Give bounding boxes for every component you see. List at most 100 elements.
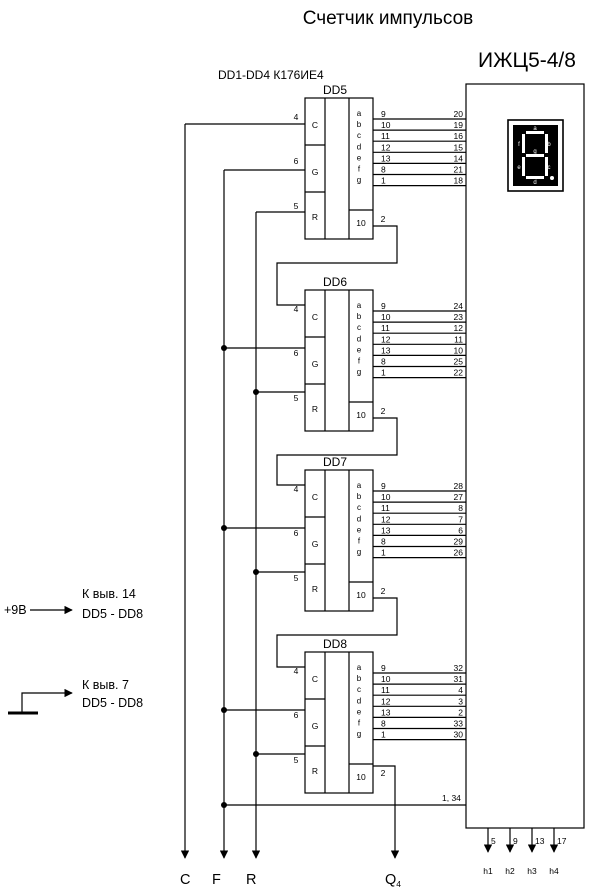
carry-next-pin: 2: [381, 406, 386, 416]
indicator-pin: 7: [458, 514, 463, 524]
indicator-pin: 20: [454, 109, 464, 119]
indicator-pin: 28: [454, 481, 464, 491]
digit-segment-label: b: [547, 142, 551, 148]
segment-label: d: [357, 142, 361, 151]
indicator-pin: 27: [454, 492, 464, 502]
indicator-pin: 2: [458, 707, 463, 717]
counter-out-pin: 12: [381, 514, 391, 524]
counter-out-pin: 1: [381, 368, 386, 378]
segment-label: e: [357, 525, 362, 534]
counter-out-pin: 10: [381, 120, 391, 130]
chip-name-dd6: DD6: [323, 275, 347, 289]
carry-out-pin: 10: [356, 772, 366, 782]
grid-pin: 17: [557, 836, 567, 846]
input-label-r: R: [312, 212, 318, 222]
indicator-pin: 23: [454, 312, 464, 322]
segment-label: a: [357, 481, 362, 490]
indicator-pin: 14: [454, 153, 464, 163]
input-pin-g: 6: [294, 710, 299, 720]
digit-segment-label: d: [533, 180, 536, 186]
input-pin-r: 5: [294, 393, 299, 403]
counter-out-pin: 11: [381, 685, 390, 695]
segment-label: c: [357, 131, 361, 140]
indicator-pin: 4: [458, 685, 463, 695]
grid-label: h2: [505, 866, 515, 876]
digit-segment-label: c: [548, 165, 551, 171]
input-pin-g: 6: [294, 156, 299, 166]
input-pin-r: 5: [294, 201, 299, 211]
segment-label: g: [357, 548, 361, 557]
indicator-pin: 32: [454, 663, 464, 673]
input-pin-r: 5: [294, 573, 299, 583]
supply-pin-note: К выв. 14: [82, 587, 136, 601]
input-label-g: G: [312, 359, 319, 369]
segment-label: f: [358, 719, 361, 728]
indicator-pin: 29: [454, 537, 464, 547]
input-label-c: C: [312, 312, 318, 322]
segment-label: a: [357, 301, 362, 310]
digit-segment-label: a: [533, 126, 537, 132]
segment-label: f: [358, 357, 361, 366]
indicator-pin: 11: [454, 334, 463, 344]
segment-label: g: [357, 176, 361, 185]
counter-out-pin: 10: [381, 674, 391, 684]
digit-segment-label: f: [518, 142, 520, 148]
carry-out-pin: 10: [356, 590, 366, 600]
common-pin-label: 1, 34: [442, 793, 461, 803]
indicator-pin: 12: [454, 323, 464, 333]
counter-out-pin: 13: [381, 345, 391, 355]
ground-chips-note: DD5 - DD8: [82, 696, 143, 710]
counter-out-pin: 8: [381, 537, 386, 547]
grid-pin: 13: [535, 836, 545, 846]
segment-label: b: [357, 674, 362, 683]
counter-out-pin: 8: [381, 719, 386, 729]
indicator-pin: 16: [454, 131, 464, 141]
indicator-pin: 10: [454, 345, 464, 355]
input-pin-r: 5: [294, 755, 299, 765]
input-label-c: C: [312, 120, 318, 130]
input-pin-c: 4: [294, 112, 299, 122]
chip-body: [304, 97, 374, 240]
carry-next-pin: 2: [381, 214, 386, 224]
chip-body: [304, 651, 374, 794]
carry-next-pin: 2: [381, 586, 386, 596]
counter-out-pin: 12: [381, 334, 391, 344]
segment-label: d: [357, 696, 361, 705]
grid-pin: 5: [491, 836, 496, 846]
segment-label: c: [357, 323, 361, 332]
input-label-c: C: [312, 674, 318, 684]
indicator-pin: 25: [454, 357, 464, 367]
ground-pin-note: К выв. 7: [82, 678, 129, 692]
carry-wire: [276, 225, 398, 306]
indicator-label: ИЖЦ5-4/8: [478, 49, 576, 72]
counter-out-pin: 1: [381, 730, 386, 740]
input-pin-g: 6: [294, 528, 299, 538]
segment-label: d: [357, 514, 361, 523]
supply-voltage-label: +9В: [4, 603, 27, 617]
input-label-r: R: [312, 404, 318, 414]
indicator-pin: 15: [454, 142, 464, 152]
segment-label: e: [357, 707, 362, 716]
segment-label: c: [357, 503, 361, 512]
chip-body: [304, 469, 374, 612]
segment-label: g: [357, 368, 361, 377]
carry-wire: [276, 417, 398, 486]
supply-chips-note: DD5 - DD8: [82, 607, 143, 621]
q4-output-label: Q4: [385, 872, 401, 889]
ground-note: К выв. 7 DD5 - DD8: [8, 678, 143, 715]
input-pin-c: 4: [294, 304, 299, 314]
indicator-pin: 6: [458, 525, 463, 535]
grid-label: h4: [549, 866, 559, 876]
indicator-pin: 19: [454, 120, 464, 130]
counter-out-pin: 9: [381, 663, 386, 673]
indicator-pin: 22: [454, 368, 464, 378]
indicator-pin: 33: [454, 719, 464, 729]
carry-out-pin: 10: [356, 410, 366, 420]
segment-label: a: [357, 663, 362, 672]
counter-out-pin: 9: [381, 481, 386, 491]
counter-out-pin: 8: [381, 357, 386, 367]
